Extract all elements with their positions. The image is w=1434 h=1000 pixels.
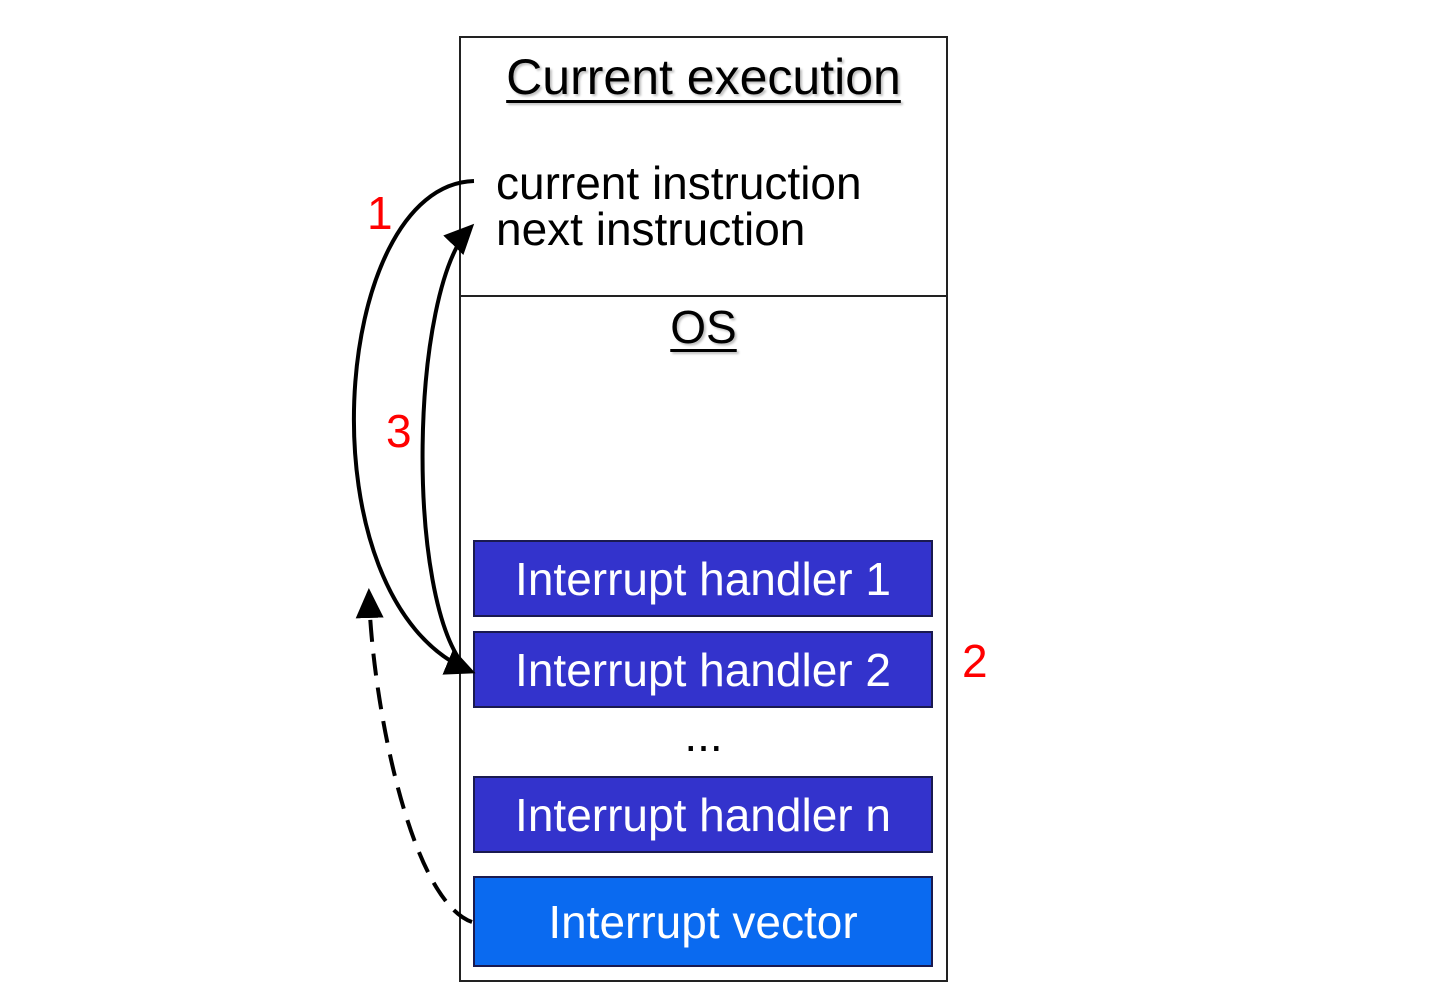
interrupt-handler-n-block: Interrupt handler n <box>473 776 933 853</box>
handlers-ellipsis: ... <box>684 709 723 761</box>
current-execution-title: Current execution <box>506 49 901 105</box>
step-2-label: 2 <box>962 635 988 687</box>
next-instruction-label: next instruction <box>496 203 806 255</box>
interrupt-vector-block: Interrupt vector <box>473 876 933 967</box>
interrupt-handler-2-block: Interrupt handler 2 <box>473 631 933 708</box>
step-1-label: 1 <box>367 187 393 239</box>
arrow-to-handler-icon <box>351 179 476 675</box>
dashed-vector-arrow-icon <box>355 588 473 924</box>
step-3-label: 3 <box>386 405 412 457</box>
current-instruction-label: current instruction <box>496 157 862 209</box>
interrupt-handler-1-block: Interrupt handler 1 <box>473 540 933 617</box>
section-divider <box>459 295 948 297</box>
os-title: OS <box>670 301 737 353</box>
